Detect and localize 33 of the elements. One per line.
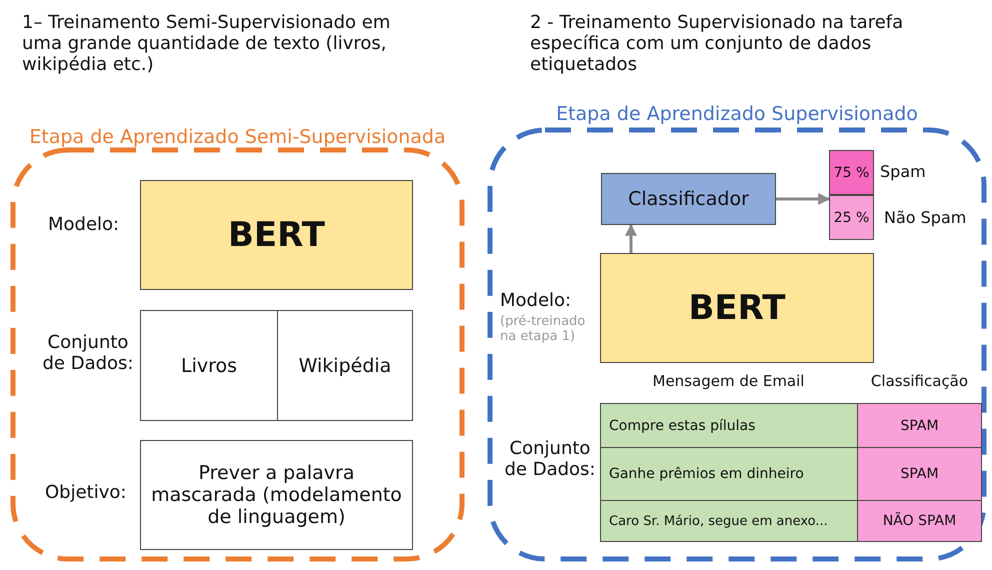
objective-box: Prever a palavra mascarada (modelamento de linguagem): [140, 440, 413, 550]
stage-panel: [487, 103, 987, 562]
arrow: [776, 193, 830, 205]
row-label: Conjunto de Dados:: [42, 332, 134, 374]
dataset-box: Wikipédia: [277, 310, 413, 421]
classifier-box: Classificador: [601, 173, 776, 225]
class-label: Spam: [880, 162, 926, 181]
row-label: Modelo:: [48, 214, 120, 235]
model-box: BERT: [140, 180, 413, 290]
table-cell: Caro Sr. Mário, segue em anexo...: [600, 500, 858, 542]
table-cell: NÃO SPAM: [857, 500, 982, 542]
dataset-box: Livros: [140, 310, 278, 421]
row-label: Conjunto de Dados:: [504, 438, 596, 480]
step-heading: 2 - Treinamento Supervisionado na tarefa específica com um conjunto de dados etiquetados: [530, 12, 904, 75]
model-box: BERT: [600, 253, 874, 363]
table-cell: SPAM: [857, 403, 982, 448]
panel-title: Etapa de Aprendizado Supervisionado: [555, 103, 919, 125]
probability-cell: 75 %: [829, 150, 874, 195]
arrow: [625, 224, 637, 253]
row-label: Objetivo:: [45, 482, 128, 503]
row-label: Modelo:: [500, 290, 572, 311]
note-text: (pré-treinado na etapa 1): [500, 314, 586, 344]
table-cell: Ganhe prêmios em dinheiro: [600, 447, 858, 501]
class-label: Não Spam: [884, 208, 966, 227]
step-heading: 1– Treinamento Semi-Supervisionado em uma grande quantidade de texto (livros, wikipédia etc.): [22, 12, 392, 75]
table-cell: SPAM: [857, 447, 982, 501]
column-header: Classificação: [870, 372, 970, 390]
output-box: [829, 150, 874, 240]
panel-title: Etapa de Aprendizado Semi-Supervisionada: [28, 126, 447, 148]
stage-panel: [10, 126, 465, 562]
table-cell: Compre estas pílulas: [600, 403, 858, 448]
column-header: Mensagem de Email: [652, 372, 806, 390]
probability-cell: 25 %: [829, 195, 874, 240]
